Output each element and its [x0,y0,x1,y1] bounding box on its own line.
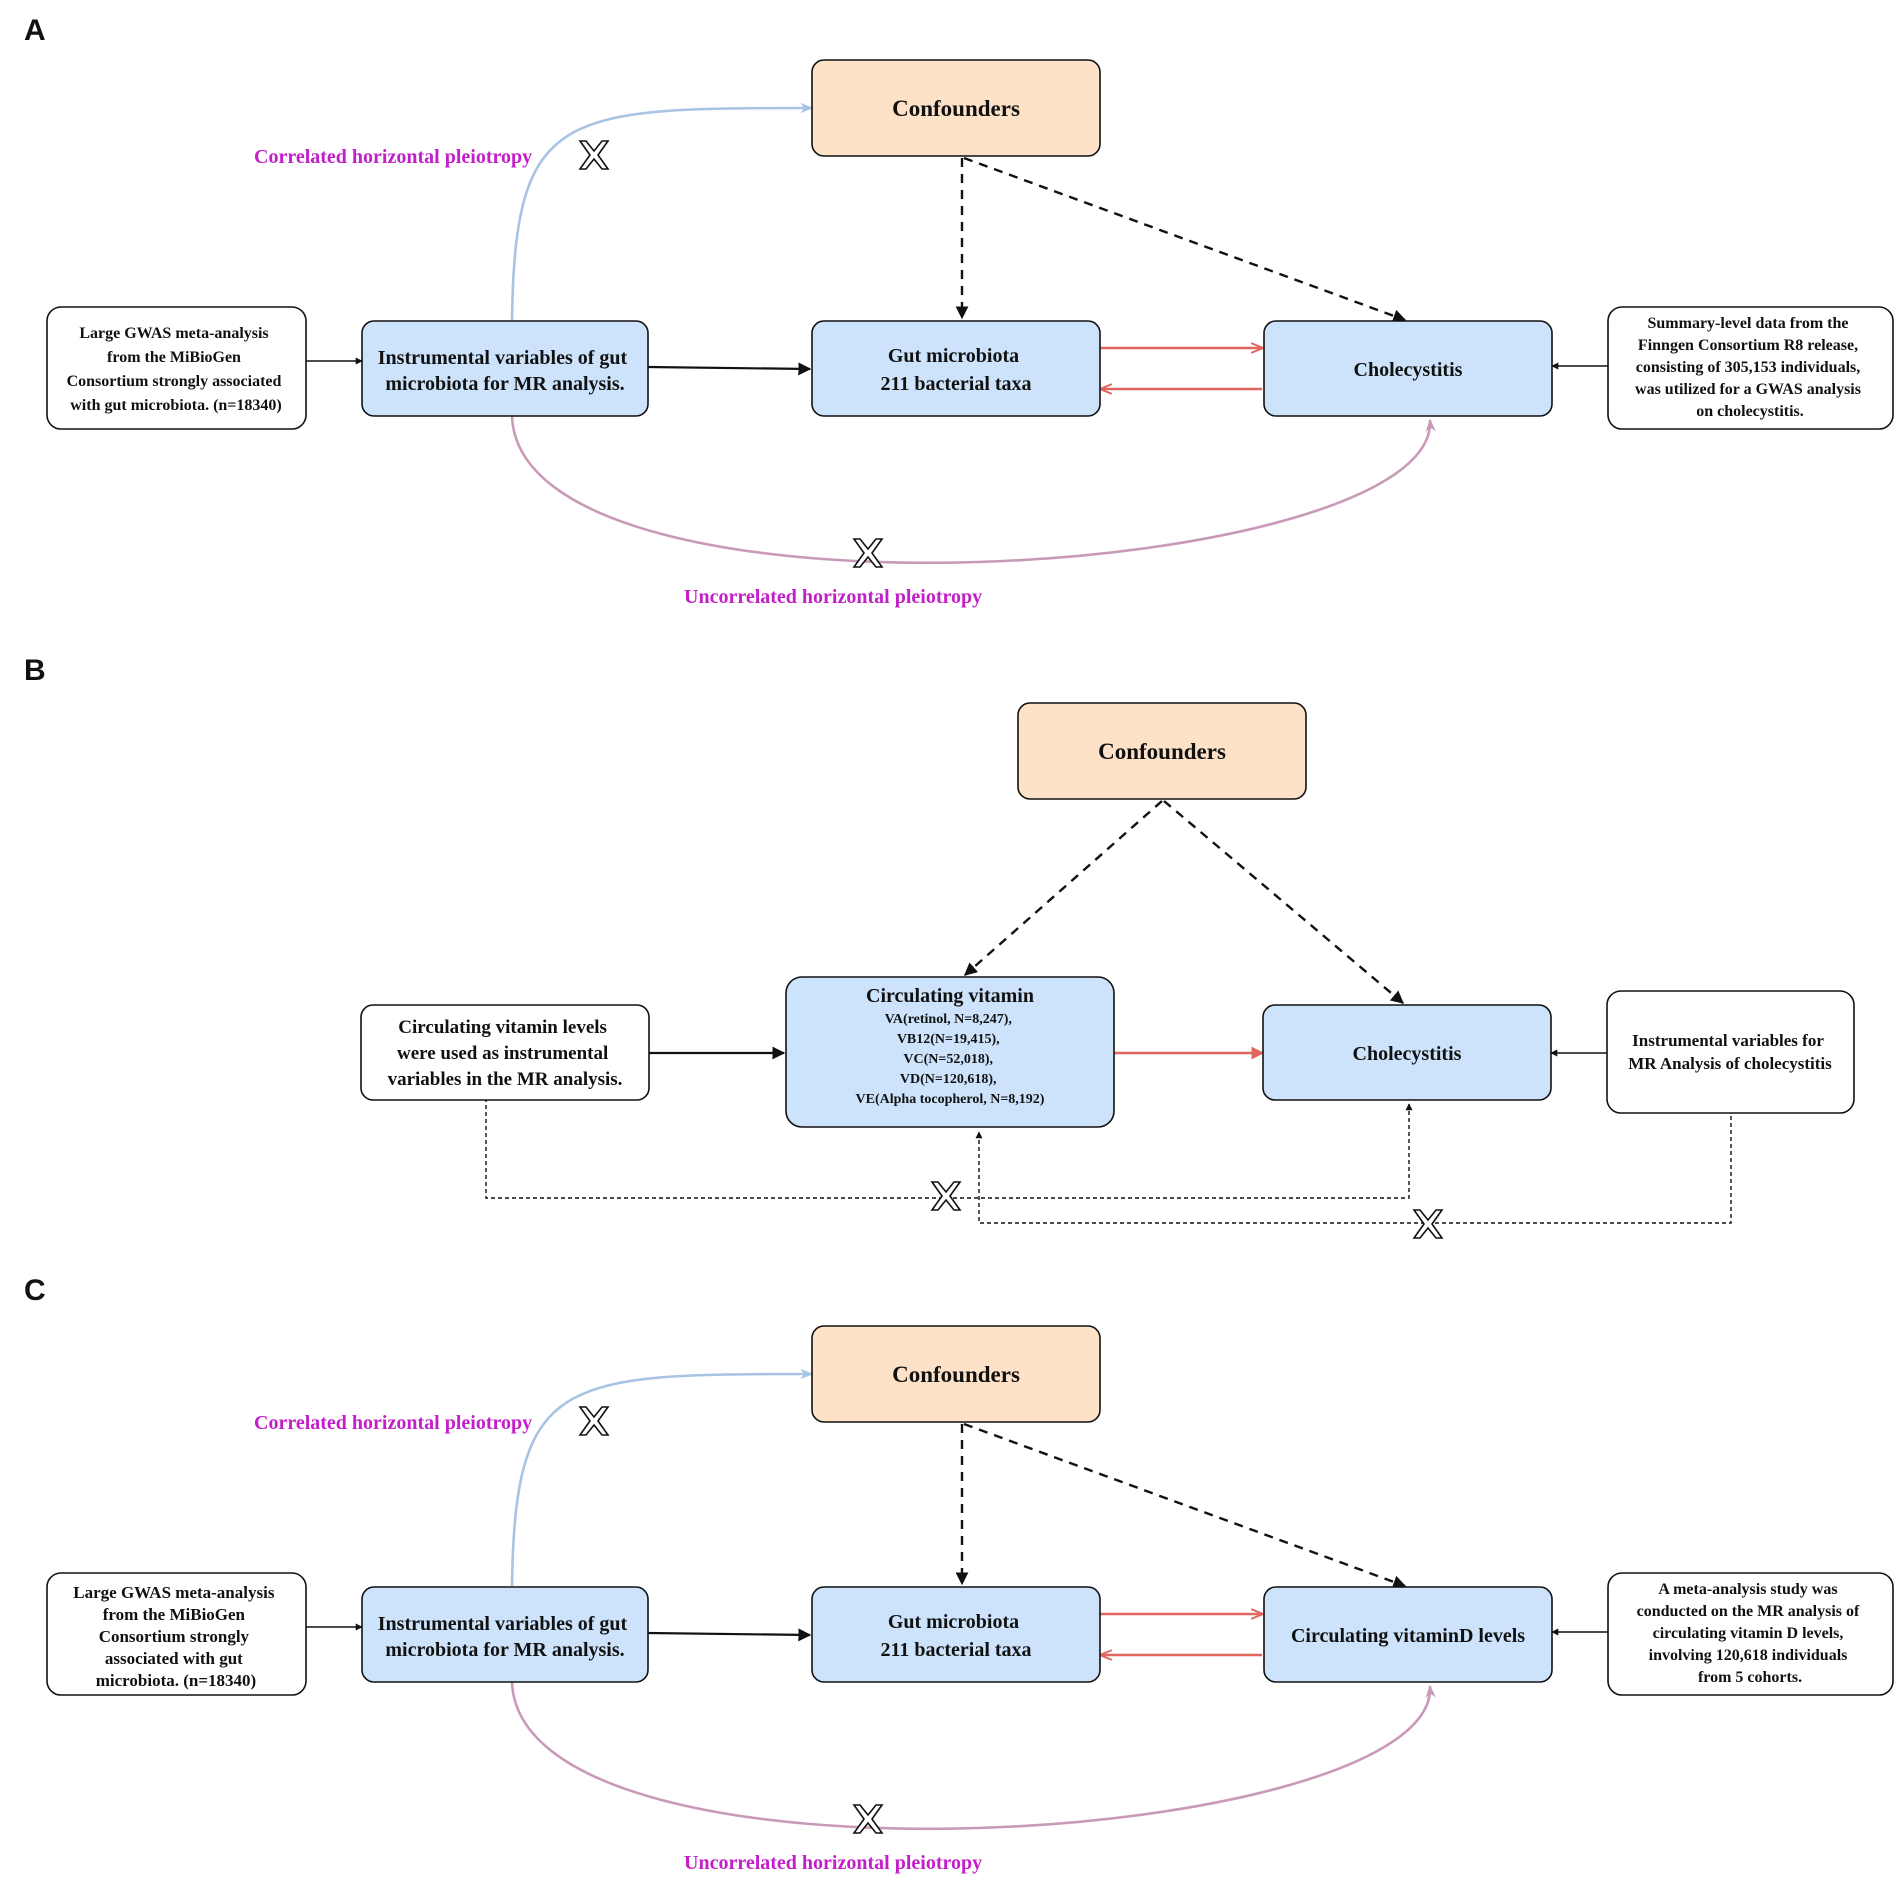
finngen-source-note [1607,306,1894,430]
confounders-label: Confounders [892,96,1020,121]
gwas-source-text: Large GWAS meta-analysis from the MiBioG… [73,1583,278,1690]
instrumental-variables-label: Instrumental variables of gut microbiota… [378,1613,632,1661]
cholecystitis-iv-note [1606,990,1855,1114]
blocked-x-icon [578,140,610,170]
vitamin-iv-text: Circulating vitamin levels were used as … [388,1017,623,1090]
confounders-to-outcome-arrow [963,1422,1407,1589]
panel-a: A Confounders Instrumental variables of … [24,14,1894,608]
confounders-label: Confounders [892,1362,1020,1387]
panel-c: C Confounders Instrumental variables of … [24,1274,1894,1874]
panel-c-label: C [24,1274,46,1307]
gut-microbiota-label: Gut microbiota 211 bacterial taxa [880,345,1031,395]
gwas-source-text: Large GWAS meta-analysis from the MiBioG… [67,325,286,414]
vitamin-iv-note [360,1004,650,1101]
cholecystitis-iv-text: Instrumental variables for MR Analysis o… [1628,1031,1832,1073]
instrument-to-gut-arrow [647,362,812,376]
uncorrelated-pleiotropy-curve [510,415,1436,565]
vitamin-d-source-text: A meta-analysis study was conducted on t… [1637,1581,1864,1686]
circulating-vitamin-title: Circulating vitamin [866,985,1034,1007]
outcome-iv-to-vitamin-route [975,1116,1732,1224]
gut-microbiota-label: Gut microbiota 211 bacterial taxa [880,1611,1031,1661]
blocked-x-icon [852,538,884,568]
instrumental-variables-label: Instrumental variables of gut microbiota… [378,347,632,395]
blocked-x-icon [852,1804,884,1834]
cholecystitis-label: Cholecystitis [1353,1043,1462,1065]
blocked-x-icon [578,1406,610,1436]
confounders-box [811,1325,1101,1423]
vitamin-d-levels-label: Circulating vitaminD levels [1291,1625,1525,1647]
vitamin-sample-sizes: VA(retinol, N=8,247), VB12(N=19,415), VC… [856,1012,1045,1107]
gwas-source-note [46,306,307,430]
vitamin-d-source-note [1607,1572,1894,1696]
confounders-label: Confounders [1098,739,1226,764]
gut-microbiota-box [811,320,1101,417]
cholecystitis-box [1262,1004,1552,1101]
gut-microbiota-box [811,1586,1101,1683]
uncorrelated-pleiotropy-label: Uncorrelated horizontal pleiotropy [684,586,982,608]
finngen-source-text: Summary-level data from the Finngen Cons… [1635,315,1865,420]
panel-b-label: B [24,654,46,687]
vitamin-d-levels-box [1263,1586,1553,1683]
panel-a-label: A [24,14,46,47]
correlated-pleiotropy-curve [510,1368,814,1587]
correlated-pleiotropy-label: Correlated horizontal pleiotropy [254,1412,532,1434]
uncorrelated-pleiotropy-label: Uncorrelated horizontal pleiotropy [684,1852,982,1874]
confounders-to-outcome-arrow [963,156,1407,323]
circulating-vitamin-box [785,976,1115,1128]
cholecystitis-label: Cholecystitis [1354,359,1463,381]
confounders-box [1017,702,1307,800]
cholecystitis-box [1263,320,1553,417]
panel-b: B Confounders Circulating vitamin VA(ret… [24,654,1855,1239]
confounders-to-outcome-arrow [1163,800,1404,1004]
correlated-pleiotropy-label: Correlated horizontal pleiotropy [254,146,532,168]
correlated-pleiotropy-curve [510,102,814,321]
blocked-x-icon [1412,1209,1444,1239]
instrumental-variables-box [361,1586,649,1683]
confounders-box [811,59,1101,157]
confounders-to-vitamin-arrow [964,800,1163,976]
instrumental-variables-box [361,320,649,417]
blocked-x-icon [930,1181,962,1211]
gwas-source-note [46,1572,307,1696]
uncorrelated-pleiotropy-curve [510,1681,1436,1831]
instrument-to-gut-arrow [647,1628,812,1642]
